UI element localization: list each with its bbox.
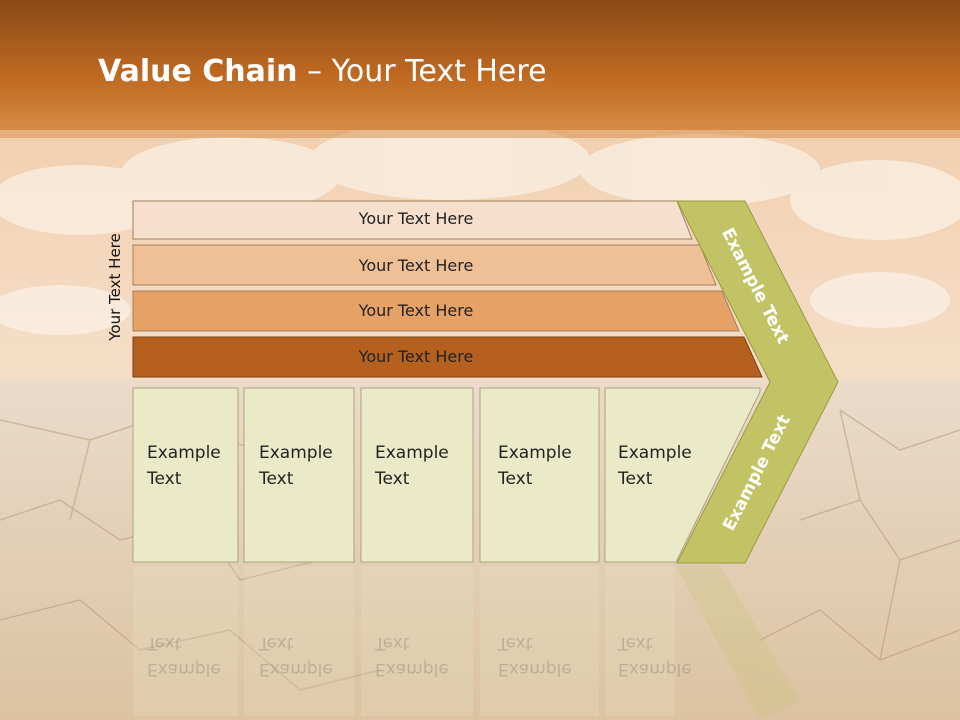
column-2 [243,387,355,563]
vertical-label: Your Text Here [106,233,124,341]
column-5-reflection: Example Text [618,630,692,682]
column-1-reflection-line1: Example [147,659,221,679]
column-1-text: Example Text [147,440,221,492]
column-1-line2: Text [147,469,182,489]
slide-title: Value Chain – Your Text Here [98,54,547,89]
column-1-line1: Example [147,443,221,463]
column-4-text: Example Text [498,440,572,492]
bar-3-label: Your Text Here [358,301,474,320]
column-4-line2: Text [498,469,533,489]
column-3-text: Example Text [375,440,449,492]
column-3 [360,387,474,563]
column-3-reflection: Example Text [375,630,449,682]
column-5-line2: Text [618,469,653,489]
column-2-reflection-line2: Text [259,633,294,653]
bar-1-label: Your Text Here [358,209,474,228]
column-1-reflection-line2: Text [147,633,182,653]
column-2-text: Example Text [259,440,333,492]
column-4-reflection-line1: Example [498,659,572,679]
column-5 [604,387,761,563]
column-3-reflection-line2: Text [375,633,410,653]
column-2-line1: Example [259,443,333,463]
column-4 [479,387,600,563]
title-bold: Value Chain [98,54,298,89]
bar-2-label: Your Text Here [358,256,474,275]
bar-4-label: Your Text Here [358,347,474,366]
bar-1 [132,200,693,240]
bar-2 [132,244,717,286]
chevron-arrow [676,200,839,564]
column-5-reflection-line1: Example [618,659,692,679]
column-3-line2: Text [375,469,410,489]
column-5-text: Example Text [618,440,692,492]
column-1-reflection: Example Text [147,630,221,682]
column-2-line2: Text [259,469,294,489]
column-4-line1: Example [498,443,572,463]
column-4-reflection-line2: Text [498,633,533,653]
column-4-reflection: Example Text [498,630,572,682]
column-3-reflection-line1: Example [375,659,449,679]
bar-3 [132,290,740,332]
column-2-reflection: Example Text [259,630,333,682]
bar-4 [132,336,763,378]
column-3-line1: Example [375,443,449,463]
title-rest: – Your Text Here [297,54,547,89]
column-1 [132,387,239,563]
column-2-reflection-line1: Example [259,659,333,679]
column-5-reflection-line2: Text [618,633,653,653]
column-5-line1: Example [618,443,692,463]
